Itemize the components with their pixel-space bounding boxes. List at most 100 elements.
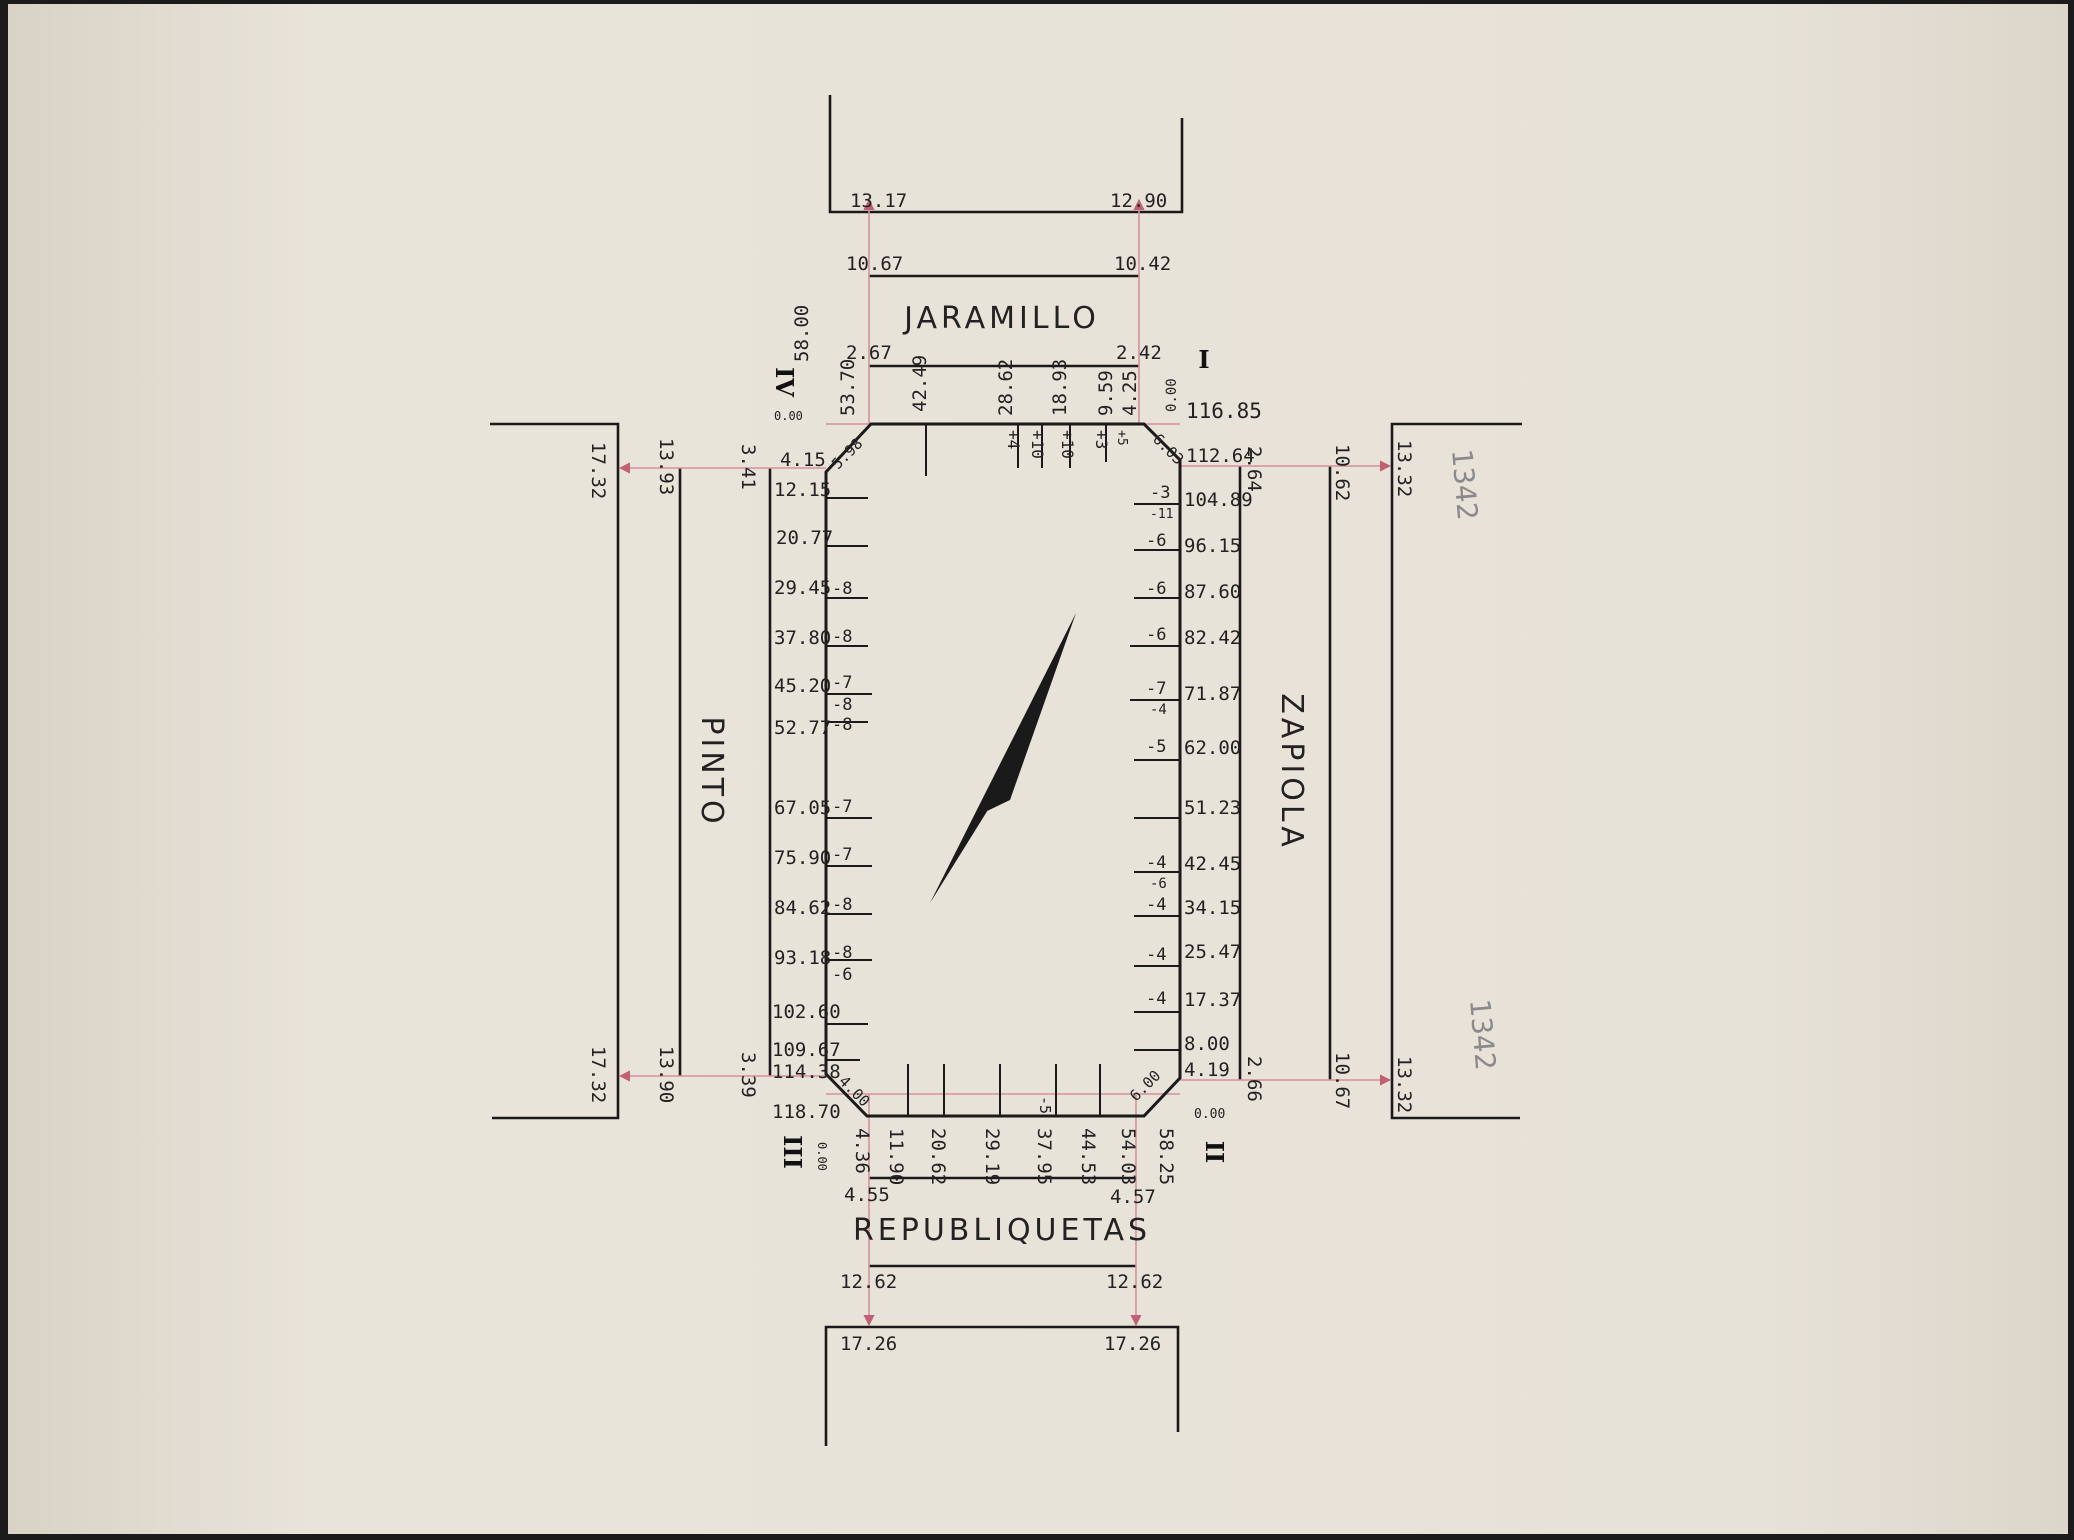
right-mark: 17.37 xyxy=(1184,989,1241,1011)
right-mark: 0.00 xyxy=(1194,1107,1225,1122)
east-outer-bottom: 13.32 xyxy=(1393,1056,1415,1113)
street-name-east: ZAPIOLA xyxy=(1274,693,1309,851)
zero-nw: 0.00 xyxy=(774,409,803,423)
west-outer-edge xyxy=(490,422,620,1120)
east-line-top: 10.62 xyxy=(1331,444,1353,501)
bottom-mark: 11.90 xyxy=(885,1128,907,1185)
left-mark: 12.15 xyxy=(774,479,831,501)
bottom-mark: 4.36 xyxy=(851,1128,873,1174)
right-mark: 62.00 xyxy=(1184,737,1241,759)
north-line-left: 10.67 xyxy=(846,253,903,275)
top-mark: 0.00 xyxy=(1164,378,1180,412)
south-outer-left: 17.26 xyxy=(840,1333,897,1355)
bottom-offset: -5 xyxy=(1036,1096,1054,1114)
right-mark: 112.64 xyxy=(1186,445,1255,467)
left-offset: -8 xyxy=(832,943,852,963)
right-offset: -6 xyxy=(1150,876,1167,892)
right-mark: 34.15 xyxy=(1184,897,1241,919)
block-bottom-marks: 4.36 11.90 20.62 29.19 37.95 44.53 54.03… xyxy=(815,1096,1177,1185)
south-inner-left: 4.55 xyxy=(844,1184,890,1206)
west-labels: 17.32 17.32 13.93 13.90 3.41 3.39 xyxy=(587,438,759,1103)
left-mark: 20.77 xyxy=(776,527,833,549)
corner-label-ne: I xyxy=(1198,345,1209,374)
corner-label-sw: III xyxy=(778,1135,807,1169)
zero-sw: 0.00 xyxy=(815,1142,829,1171)
right-ticks xyxy=(1130,503,1180,1051)
pencil-note-top: 1342 xyxy=(1445,448,1484,522)
north-inner-left: 2.67 xyxy=(846,342,892,364)
top-mark: 53.70 xyxy=(837,359,859,416)
block-outline xyxy=(824,422,1182,1118)
bottom-mark: 44.53 xyxy=(1077,1128,1099,1185)
right-offset: -6 xyxy=(1146,579,1166,599)
left-mark: 45.20 xyxy=(774,675,831,697)
top-offset: +4 xyxy=(1004,430,1023,449)
bottom-mark: 29.19 xyxy=(981,1128,1003,1185)
right-mark: 104.89 xyxy=(1184,489,1253,511)
right-mark: 87.60 xyxy=(1184,581,1241,603)
top-offset: +10 xyxy=(1058,430,1077,459)
top-offset: +5 xyxy=(1114,430,1129,446)
right-mark: 82.42 xyxy=(1184,627,1241,649)
left-mark: 4.15 xyxy=(780,449,826,471)
west-line-top: 13.93 xyxy=(655,438,677,495)
bottom-mark: 54.03 xyxy=(1117,1128,1139,1185)
right-mark: 51.23 xyxy=(1184,797,1241,819)
left-mark: 109.67 xyxy=(772,1039,841,1061)
left-mark: 93.18 xyxy=(774,947,831,969)
paper-background xyxy=(8,4,2068,1534)
east-line-bottom: 10.67 xyxy=(1331,1052,1353,1109)
south-outer-edge xyxy=(824,1325,1180,1446)
north-outer-edge xyxy=(828,95,1184,214)
left-mark: 102.60 xyxy=(772,1001,841,1023)
street-name-north: JARAMILLO xyxy=(902,301,1100,336)
left-offset: -7 xyxy=(832,797,852,817)
lot-ticks xyxy=(826,424,1180,1116)
right-offset: -7 xyxy=(1146,679,1166,699)
north-labels: 13.17 12.90 10.67 10.42 2.67 2.42 xyxy=(846,190,1171,364)
west-outer-top: 17.32 xyxy=(587,442,609,499)
left-mark: 84.62 xyxy=(774,897,831,919)
block-top-marks: 58.00 53.70 42.49 28.62 18.93 9.59 4.25 … xyxy=(774,305,1262,473)
east-outer-edge xyxy=(1390,422,1522,1120)
right-offset: -5 xyxy=(1146,737,1166,757)
north-line-right: 10.42 xyxy=(1114,253,1171,275)
corner-label-se: II xyxy=(1200,1141,1229,1163)
bottom-ticks xyxy=(907,1064,1101,1116)
top-mark: 18.93 xyxy=(1049,359,1071,416)
top-mark: 4.25 xyxy=(1119,370,1141,416)
north-inner-right: 2.42 xyxy=(1116,342,1162,364)
south-line-left: 12.62 xyxy=(840,1271,897,1293)
street-name-south: REPUBLIQUETAS xyxy=(853,1213,1151,1248)
left-offset: -8 xyxy=(832,715,852,735)
north-outer-left: 13.17 xyxy=(850,190,907,212)
right-offset: -4 xyxy=(1146,989,1166,1009)
left-offset: -7 xyxy=(832,673,852,693)
left-mark: 118.70 xyxy=(772,1101,841,1123)
east-labels: 2.64 2.66 10.62 10.67 13.32 13.32 xyxy=(1243,440,1415,1113)
street-name-west: PINTO xyxy=(694,716,729,827)
right-offset: -4 xyxy=(1146,895,1166,915)
west-line-bottom: 13.90 xyxy=(655,1046,677,1103)
east-inner-top: 2.64 xyxy=(1243,446,1265,492)
top-mark: 28.62 xyxy=(995,359,1017,416)
left-offset: -8 xyxy=(832,579,852,599)
right-offset: -4 xyxy=(1146,945,1166,965)
right-offset: -11 xyxy=(1150,507,1173,522)
right-offset: -4 xyxy=(1146,853,1166,873)
east-outer-top: 13.32 xyxy=(1393,440,1415,497)
left-offset: -6 xyxy=(832,965,852,985)
left-offset: -8 xyxy=(832,695,852,715)
south-line-right: 12.62 xyxy=(1106,1271,1163,1293)
left-offset: -7 xyxy=(832,845,852,865)
top-mark: 9.59 xyxy=(1095,370,1117,416)
right-mark: 4.19 xyxy=(1184,1059,1230,1081)
block-right-marks: 112.64 104.89 96.15 87.60 82.42 71.87 62… xyxy=(1126,445,1255,1122)
top-ticks xyxy=(925,424,1107,476)
left-mark: 52.77 xyxy=(774,717,831,739)
west-inner-bottom: 3.39 xyxy=(737,1052,759,1098)
right-offset: -6 xyxy=(1146,625,1166,645)
left-ticks xyxy=(826,497,872,1061)
right-mark: 25.47 xyxy=(1184,941,1241,963)
